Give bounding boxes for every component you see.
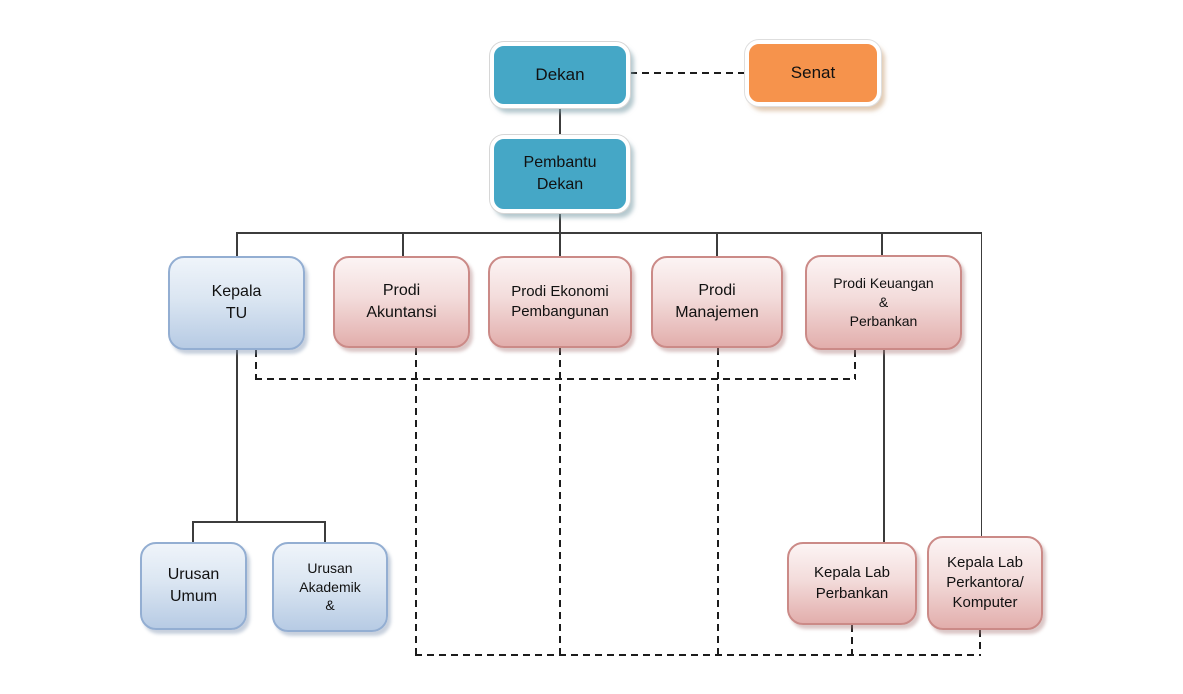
connector-pembantu-stem <box>559 213 561 233</box>
dashed-drop-ekonomi <box>559 348 561 656</box>
node-dekan: Dekan <box>490 42 630 108</box>
node-kepala-lab-perbankan: Kepala Lab Perbankan <box>787 542 917 625</box>
dashed-coordination-line-lower <box>415 654 981 656</box>
dashed-drop-keuangan <box>854 350 856 379</box>
connector-dekan-pembantu <box>559 108 561 135</box>
node-kepala-lab-perkantora-komputer: Kepala Lab Perkantora/ Komputer <box>927 536 1043 630</box>
node-kepala-tu: Kepala TU <box>168 256 305 350</box>
node-senat: Senat <box>745 40 881 106</box>
dashed-drop-kepala-tu <box>255 350 257 380</box>
node-prodi-manajemen: Prodi Manajemen <box>651 256 783 348</box>
dashed-drop-lab-perkantora <box>979 630 981 655</box>
connector-kepala-tu-stem <box>236 350 238 522</box>
node-prodi-keuangan-perbankan: Prodi Keuangan & Perbankan <box>805 255 962 350</box>
connector-keuangan-lab-perbankan <box>883 350 885 542</box>
node-urusan-umum: Urusan Umum <box>140 542 247 630</box>
connector-drop-keuangan <box>881 232 883 256</box>
connector-drop-ekonomi <box>559 232 561 256</box>
connector-drop-urusan-akademik <box>324 521 326 542</box>
connector-main-rail <box>236 232 982 234</box>
dashed-drop-lab-perbankan <box>851 625 853 655</box>
dashed-drop-manajemen <box>717 348 719 656</box>
dashed-drop-akuntansi <box>415 348 417 656</box>
connector-dekan-senat-dashed <box>630 72 745 74</box>
connector-drop-kepala-tu <box>236 232 238 256</box>
node-pembantu-dekan: Pembantu Dekan <box>490 135 630 213</box>
node-urusan-akademik: Urusan Akademik & <box>272 542 388 632</box>
node-prodi-ekonomi-pembangunan: Prodi Ekonomi Pembangunan <box>488 256 632 348</box>
connector-drop-akuntansi <box>402 232 404 256</box>
dashed-coordination-line-upper <box>255 378 856 380</box>
connector-drop-lab-perkantora <box>980 232 982 537</box>
connector-drop-manajemen <box>716 232 718 256</box>
node-prodi-akuntansi: Prodi Akuntansi <box>333 256 470 348</box>
connector-urusan-rail <box>192 521 325 523</box>
connector-drop-urusan-umum <box>192 521 194 542</box>
